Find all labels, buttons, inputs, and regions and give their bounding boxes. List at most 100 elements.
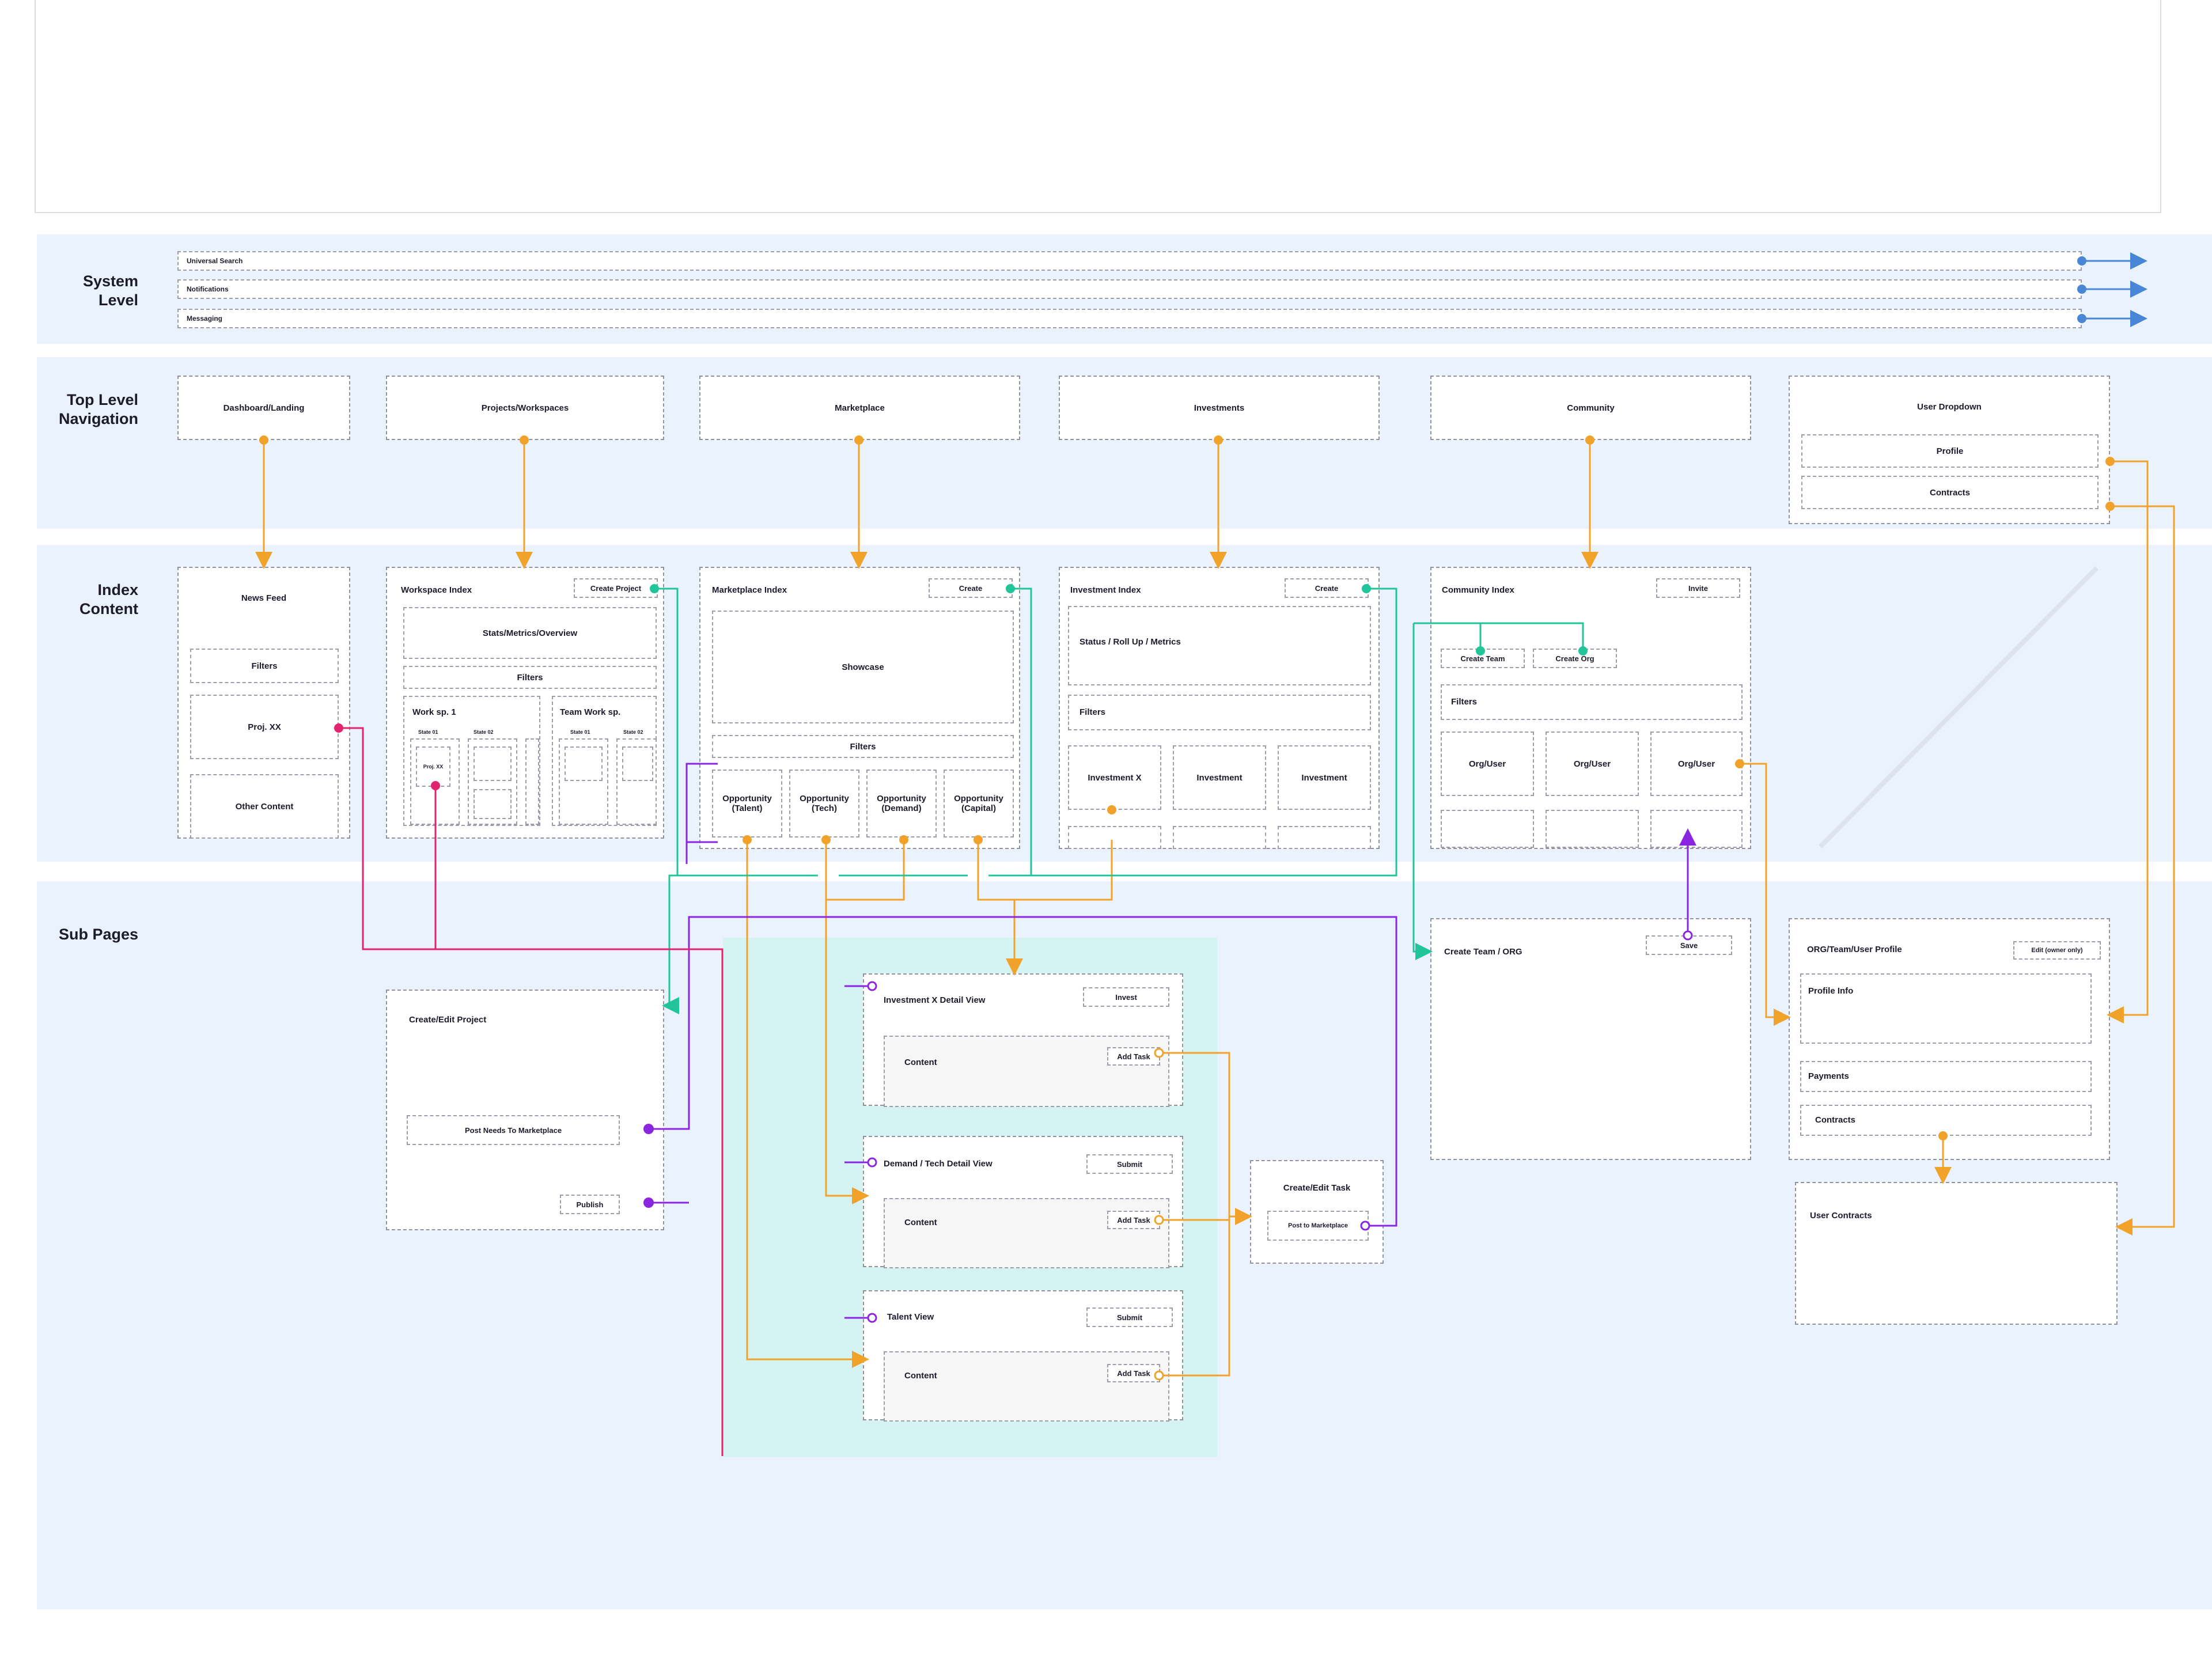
profile-info-label: Profile Info: [1808, 986, 1854, 996]
opportunity-demand[interactable]: Opportunity (Demand): [866, 770, 937, 837]
org-user-placeholder: [1650, 810, 1743, 848]
investment-card-x[interactable]: Investment X: [1068, 745, 1161, 810]
investment-card[interactable]: Investment: [1278, 745, 1371, 810]
investment-index: Investment Index Create Status / Roll Up…: [1059, 567, 1380, 849]
investment-detail-title: Investment X Detail View: [884, 995, 986, 1005]
create-task-title: Create/Edit Task: [1283, 1183, 1351, 1193]
work-state-column-3: [525, 738, 539, 825]
nav-projects[interactable]: Projects/Workspaces: [386, 376, 664, 440]
workspace-card-work-sp-1[interactable]: Work sp. 1 State 01 State 02 Proj. XX: [403, 696, 540, 826]
invite-button[interactable]: Invite: [1656, 578, 1740, 598]
nav-dashboard[interactable]: Dashboard/Landing: [177, 376, 350, 440]
add-task-button[interactable]: Add Task: [1107, 1047, 1160, 1066]
payments-label: Payments: [1808, 1071, 1849, 1081]
talent-submit-button[interactable]: Submit: [1086, 1307, 1173, 1327]
create-edit-project: Create/Edit Project Post Needs To Market…: [386, 990, 664, 1230]
news-feed-title: News Feed: [241, 593, 287, 603]
marketplace-index: Marketplace Index Create Showcase Filter…: [699, 567, 1020, 849]
band-label-index: Index Content: [79, 581, 138, 617]
system-row-messaging[interactable]: Messaging: [177, 309, 2082, 328]
content-label: Content: [904, 1058, 937, 1067]
opportunity-capital[interactable]: Opportunity (Capital): [944, 770, 1014, 837]
investment-x-detail-view: Investment X Detail View Invest Content …: [863, 973, 1183, 1107]
investment-card-placeholder: [1068, 826, 1161, 849]
nav-user-dropdown[interactable]: User Dropdown Profile Contracts: [1789, 376, 2110, 524]
system-row-universal-search[interactable]: Universal Search: [177, 251, 2082, 271]
community-index-title: Community Index: [1442, 585, 1514, 595]
nav-investments[interactable]: Investments: [1059, 376, 1380, 440]
workspace-card-team[interactable]: Team Work sp. State 01 State 02: [552, 696, 657, 826]
investment-filters-label: Filters: [1080, 707, 1106, 717]
workspace-index-title: Workspace Index: [401, 585, 472, 595]
opportunity-talent[interactable]: Opportunity (Talent): [712, 770, 782, 837]
demand-tech-detail-view: Demand / Tech Detail View Submit Content…: [863, 1136, 1183, 1268]
nav-community[interactable]: Community: [1430, 376, 1751, 440]
team-card-placeholder: [622, 746, 653, 781]
team-state-01: State 01: [570, 729, 590, 735]
news-feed-proj-xx[interactable]: Proj. XX: [190, 695, 339, 759]
profile-contracts[interactable]: Contracts: [1800, 1105, 2092, 1136]
create-project-button[interactable]: Create Project: [574, 578, 658, 598]
org-user-placeholder: [1546, 810, 1639, 848]
investment-detail-content: Content Add Task: [884, 1036, 1169, 1107]
create-team-title: Create Team / ORG: [1444, 947, 1522, 957]
profile-title: ORG/Team/User Profile: [1807, 945, 1902, 954]
profile-info: Profile Info: [1800, 973, 2092, 1044]
save-button[interactable]: Save: [1646, 935, 1732, 955]
workspace-index: Workspace Index Create Project Stats/Met…: [386, 567, 664, 839]
publish-button[interactable]: Publish: [560, 1195, 620, 1214]
investment-index-title: Investment Index: [1070, 585, 1141, 595]
investment-card-placeholder: [1278, 826, 1371, 849]
profile-contracts-label: Contracts: [1815, 1115, 1856, 1125]
workspace-filters[interactable]: Filters: [403, 666, 657, 689]
org-team-user-profile: ORG/Team/User Profile Edit (owner only) …: [1789, 918, 2110, 1160]
dropdown-profile[interactable]: Profile: [1801, 434, 2099, 468]
band-label-system: System Level: [82, 272, 138, 309]
org-user-card[interactable]: Org/User: [1546, 732, 1639, 796]
work-state-02: State 02: [474, 729, 494, 735]
marketplace-create-button[interactable]: Create: [929, 578, 1013, 598]
investment-filters[interactable]: Filters: [1068, 695, 1371, 730]
workspace-stats: Stats/Metrics/Overview: [403, 607, 657, 659]
post-needs-button[interactable]: Post Needs To Marketplace: [407, 1115, 620, 1145]
marketplace-showcase[interactable]: Showcase: [712, 611, 1014, 723]
work-card-placeholder: [474, 746, 512, 781]
org-user-card[interactable]: Org/User: [1650, 732, 1743, 796]
dropdown-contracts[interactable]: Contracts: [1801, 476, 2099, 509]
create-org-button[interactable]: Create Org: [1533, 649, 1617, 668]
investment-card[interactable]: Investment: [1173, 745, 1266, 810]
top-canvas-panel: [35, 0, 2161, 213]
news-feed-filters[interactable]: Filters: [190, 649, 339, 683]
opportunity-tech[interactable]: Opportunity (Tech): [789, 770, 859, 837]
content-label: Content: [904, 1218, 937, 1227]
post-to-marketplace-button[interactable]: Post to Marketplace: [1267, 1211, 1369, 1241]
profile-payments[interactable]: Payments: [1800, 1061, 2092, 1092]
talent-view-title: Talent View: [887, 1312, 934, 1322]
investment-create-button[interactable]: Create: [1285, 578, 1369, 598]
demand-detail-content: Content Add Task: [884, 1198, 1169, 1268]
system-row-notifications[interactable]: Notifications: [177, 279, 2082, 299]
marketplace-filters[interactable]: Filters: [712, 735, 1014, 758]
team-work-sp-title: Team Work sp.: [560, 707, 621, 717]
create-team-button[interactable]: Create Team: [1441, 649, 1525, 668]
edit-owner-button[interactable]: Edit (owner only): [2013, 941, 2101, 960]
add-task-button[interactable]: Add Task: [1107, 1211, 1160, 1229]
community-filters-label: Filters: [1451, 697, 1478, 707]
demand-detail-title: Demand / Tech Detail View: [884, 1159, 993, 1169]
work-card-proj-xx[interactable]: Proj. XX: [416, 746, 450, 787]
create-edit-task: Create/Edit Task Post to Marketplace: [1250, 1160, 1384, 1264]
create-team-org: Create Team / ORG Save: [1430, 918, 1751, 1160]
investment-card-placeholder: [1173, 826, 1266, 849]
nav-marketplace[interactable]: Marketplace: [699, 376, 1020, 440]
band-label-top-nav: Top Level Navigation: [58, 391, 138, 427]
user-dropdown-title: User Dropdown: [1917, 402, 1982, 412]
work-state-01: State 01: [418, 729, 438, 735]
demand-submit-button[interactable]: Submit: [1086, 1154, 1173, 1174]
user-contracts: User Contracts: [1795, 1182, 2118, 1325]
community-index: Community Index Invite Create Team Creat…: [1430, 567, 1751, 849]
work-card-placeholder: [474, 789, 512, 819]
org-user-card[interactable]: Org/User: [1441, 732, 1534, 796]
invest-button[interactable]: Invest: [1083, 987, 1169, 1007]
community-filters[interactable]: Filters: [1441, 684, 1743, 720]
add-task-button[interactable]: Add Task: [1107, 1364, 1160, 1382]
